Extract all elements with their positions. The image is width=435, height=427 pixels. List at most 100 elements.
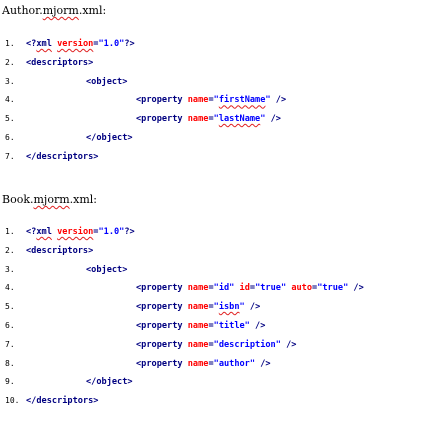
line-number: 1. bbox=[5, 39, 15, 48]
code-token: = bbox=[208, 339, 214, 350]
line-number: 5. bbox=[5, 302, 15, 312]
line-number: 3. bbox=[5, 76, 15, 86]
code-token: name bbox=[187, 95, 209, 106]
code-token: "true" bbox=[255, 283, 287, 294]
code-token: </object> bbox=[86, 377, 133, 388]
code-token: "description" bbox=[213, 339, 281, 350]
line-number: 5. bbox=[5, 114, 15, 124]
code-text: <property name="description" /> bbox=[136, 336, 296, 355]
code-token: id bbox=[239, 283, 250, 294]
code-token: " bbox=[213, 114, 219, 125]
code-token: name bbox=[187, 320, 209, 331]
code-token: <descriptors> bbox=[26, 57, 94, 68]
code-line: 5. <property name="isbn" /> bbox=[0, 298, 435, 317]
code-token: </object> bbox=[86, 132, 133, 143]
code-token: name bbox=[187, 114, 209, 125]
line-number: 7. bbox=[5, 339, 15, 349]
code-line: 4. <property name="id" id="true" auto="t… bbox=[0, 279, 435, 298]
code-token: " bbox=[213, 95, 219, 106]
code-token: /> bbox=[270, 95, 287, 106]
code-token: = bbox=[208, 302, 214, 313]
code-token: = bbox=[208, 283, 214, 294]
code-token: /> bbox=[348, 283, 364, 294]
code-token: <property bbox=[136, 320, 188, 331]
code-token: " bbox=[213, 302, 219, 313]
code-text: </object> bbox=[86, 129, 133, 148]
line-number: 1. bbox=[5, 227, 15, 236]
code-token: = bbox=[249, 283, 256, 294]
code-token: "author" bbox=[213, 358, 256, 369]
code-token: "id" bbox=[213, 283, 235, 294]
line-number: 8. bbox=[5, 358, 15, 368]
code-line: 7. </descriptors> bbox=[0, 148, 435, 167]
code-line: 6. </object> bbox=[0, 129, 435, 148]
code-text: <object> bbox=[86, 261, 127, 280]
code-token: name bbox=[187, 358, 209, 369]
code-token: /> bbox=[265, 114, 281, 125]
code-token: ?> bbox=[124, 39, 135, 49]
code-line: 2. <descriptors> bbox=[0, 242, 435, 261]
code-token: /> bbox=[280, 339, 297, 350]
code-line: 6. <property name="title" /> bbox=[0, 317, 435, 336]
code-text: </descriptors> bbox=[26, 148, 98, 167]
code-text: <property name="id" id="true" auto="true… bbox=[136, 279, 364, 298]
code-line: 10. </descriptors> bbox=[0, 392, 435, 411]
author-title-suffix: .xml: bbox=[78, 4, 107, 17]
code-line: 3. <object> bbox=[0, 73, 435, 92]
code-token: auto bbox=[291, 283, 313, 294]
code-text: <descriptors> bbox=[26, 242, 93, 261]
code-token: "1.0" bbox=[98, 39, 125, 49]
line-number: 4. bbox=[5, 95, 15, 105]
code-token: version bbox=[57, 39, 94, 49]
code-token: ?> bbox=[124, 227, 135, 237]
code-token: firstName bbox=[218, 95, 266, 106]
code-text: <object> bbox=[86, 73, 127, 92]
code-text: <?xml version="1.0"?> bbox=[26, 35, 135, 54]
code-text: <property name="title" /> bbox=[136, 317, 265, 336]
code-token: = bbox=[93, 39, 99, 49]
code-text: <property name="isbn" /> bbox=[136, 298, 260, 317]
code-token: version bbox=[57, 227, 94, 237]
code-token: name bbox=[187, 283, 209, 294]
code-token: </descriptors> bbox=[26, 151, 99, 162]
line-number: 6. bbox=[5, 320, 15, 330]
code-token: "true" bbox=[317, 283, 349, 294]
book-code-block: 1. <?xml version="1.0"?> 2. <descriptors… bbox=[0, 223, 435, 411]
code-line: 1. <?xml version="1.0"?> bbox=[0, 35, 435, 54]
code-token: <descriptors> bbox=[26, 245, 94, 256]
code-token: <property bbox=[136, 358, 188, 369]
code-token: </descriptors> bbox=[26, 396, 99, 407]
code-token: " bbox=[260, 114, 266, 125]
code-token: = bbox=[93, 227, 99, 237]
line-number: 6. bbox=[5, 132, 15, 142]
line-number: 2. bbox=[5, 245, 15, 255]
code-token: lastName bbox=[218, 114, 261, 125]
code-text: <?xml version="1.0"?> bbox=[26, 223, 135, 242]
code-token: <property bbox=[136, 339, 188, 350]
code-token: xml bbox=[36, 227, 52, 237]
code-token: name bbox=[187, 302, 209, 313]
code-token: = bbox=[208, 114, 214, 125]
code-token: " bbox=[265, 95, 271, 106]
line-number: 10. bbox=[5, 396, 20, 406]
code-line: 5. <property name="lastName" /> bbox=[0, 110, 435, 129]
code-line: 4. <property name="firstName" /> bbox=[0, 91, 435, 110]
code-token: = bbox=[208, 95, 214, 106]
line-number: 3. bbox=[5, 264, 15, 274]
code-token: = bbox=[208, 320, 214, 331]
code-token: /> bbox=[244, 302, 261, 313]
code-token: "1.0" bbox=[98, 227, 125, 237]
code-line: 7. <property name="description" /> bbox=[0, 336, 435, 355]
author-title-prefix: Author. bbox=[2, 4, 43, 17]
book-title-prefix: Book. bbox=[2, 193, 34, 206]
code-line: 1. <?xml version="1.0"?> bbox=[0, 223, 435, 242]
code-token: <? bbox=[26, 227, 37, 237]
book-title-suffix: .xml: bbox=[69, 193, 98, 206]
code-token: <? bbox=[26, 39, 37, 49]
code-token: <property bbox=[136, 95, 188, 106]
code-text: <property name="firstName" /> bbox=[136, 91, 286, 110]
line-number: 2. bbox=[5, 57, 15, 67]
code-token: <property bbox=[136, 114, 188, 125]
code-token: <property bbox=[136, 283, 188, 294]
line-number: 9. bbox=[5, 377, 15, 387]
